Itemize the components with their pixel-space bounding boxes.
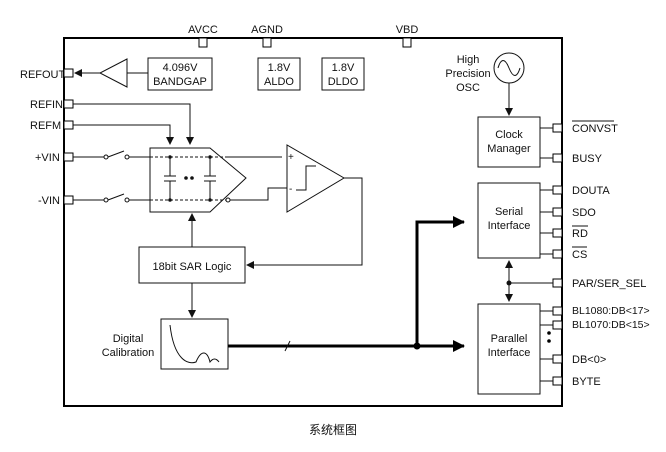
dldo-line-2: DLDO (328, 76, 359, 88)
pin-convst (552, 123, 563, 133)
pin-rd-label: RD (572, 228, 588, 240)
parallel-interface-line-2: Interface (488, 347, 531, 359)
pin-agnd (262, 37, 272, 48)
vin-p-switch (73, 150, 150, 160)
osc-label-1: High (457, 54, 480, 66)
bus-slash (284, 340, 291, 352)
data-bus-to-serial (415, 216, 465, 346)
clock-manager-line-1: Clock (495, 129, 523, 141)
pin-refout (63, 68, 74, 78)
aldo-line-2: ALDO (264, 76, 294, 88)
clock-manager-block (477, 116, 541, 168)
pin-vin-n (63, 195, 74, 205)
pin-cs-label: CS (572, 249, 587, 261)
serial-interface-line-2: Interface (488, 220, 531, 232)
pin-sdo-label: SDO (572, 207, 596, 219)
calibration-label-2: Calibration (102, 347, 155, 359)
comparator (286, 144, 345, 213)
parallel-interface-line-1: Parallel (491, 333, 528, 345)
pin-db0-label: DB<0> (572, 354, 606, 366)
right-pins: CONVST BUSY DOUTA SDO RD CS PAR/SER_SEL … (552, 120, 650, 388)
pin-par-ser-sel (552, 278, 563, 288)
left-pins: REFOUT REFIN REFM +VIN -VIN (20, 68, 74, 207)
pin-refin-label: REFIN (30, 99, 63, 111)
pin-bl1070-label: BL1070:DB<15> (572, 319, 650, 331)
pin-bl1070 (552, 320, 563, 330)
pin-avcc-label: AVCC (188, 24, 218, 36)
pin-vbd-label: VBD (396, 24, 419, 36)
pin-douta-label: DOUTA (572, 185, 610, 197)
bandgap-line-2: BANDGAP (153, 76, 207, 88)
comparator-to-sar-wire (246, 177, 363, 269)
pin-vin-p (63, 152, 74, 162)
vin-n-switch (73, 193, 150, 203)
bus-junction-dot (413, 342, 421, 350)
calibration-label-1: Digital (113, 333, 144, 345)
pin-douta (552, 185, 563, 195)
aldo-line-1: 1.8V (268, 62, 291, 74)
ellipsis-dot-1 (547, 331, 551, 335)
pin-cs (552, 249, 563, 259)
ellipsis-dot-2 (547, 339, 551, 343)
pin-vin-n-label: -VIN (38, 195, 60, 207)
pin-refout-label: REFOUT (20, 69, 66, 81)
pin-vbd (402, 37, 412, 48)
refm-wire (73, 124, 174, 145)
osc-label-3: OSC (456, 82, 480, 94)
serial-interface-block (477, 182, 541, 259)
pin-refm-label: REFM (30, 120, 61, 132)
calibration-filter-block (160, 318, 229, 370)
pin-busy (552, 153, 563, 163)
pin-bl1080-label: BL1080:DB<17> (572, 305, 650, 317)
sar-logic-label: 18bit SAR Logic (153, 261, 232, 273)
pin-par-ser-sel-label: PAR/SER_SEL (572, 278, 646, 290)
pin-bl1080 (552, 306, 563, 316)
serial-interface-line-1: Serial (495, 206, 523, 218)
filter-response-curve (169, 324, 220, 364)
refout-buffer (98, 58, 128, 88)
par-ser-junction-dot (506, 280, 512, 286)
pin-byte (552, 376, 563, 386)
pin-refin (63, 99, 74, 109)
refin-wire (73, 103, 194, 145)
sine-wave-icon (497, 60, 521, 76)
dac-node-dot (225, 197, 231, 203)
pin-agnd-label: AGND (251, 24, 283, 36)
osc-label-2: Precision (445, 68, 490, 80)
pin-rd (552, 228, 563, 238)
parallel-interface-block (477, 303, 541, 395)
pin-busy-label: BUSY (572, 153, 603, 165)
comparator-plus: + (288, 152, 294, 163)
bandgap-line-1: 4.096V (163, 62, 199, 74)
bandgap-block (147, 57, 213, 91)
pin-byte-label: BYTE (572, 376, 601, 388)
dldo-block (321, 57, 365, 91)
clock-manager-line-2: Manager (487, 143, 531, 155)
aldo-block (257, 57, 301, 91)
pin-refm (63, 120, 74, 130)
pin-sdo (552, 207, 563, 217)
pin-avcc (198, 37, 208, 48)
pin-db0 (552, 354, 563, 364)
pin-convst-label: CONVST (572, 123, 618, 135)
dac-out-n-wire (228, 187, 287, 201)
figure-caption: 系统框图 (309, 423, 357, 437)
capacitor-dac-block (149, 147, 247, 213)
pin-vin-p-label: +VIN (35, 152, 60, 164)
dldo-line-1: 1.8V (332, 62, 355, 74)
comparator-minus: - (289, 184, 292, 195)
top-pins: AVCC AGND VBD (188, 24, 419, 48)
chip-outline (63, 37, 563, 407)
